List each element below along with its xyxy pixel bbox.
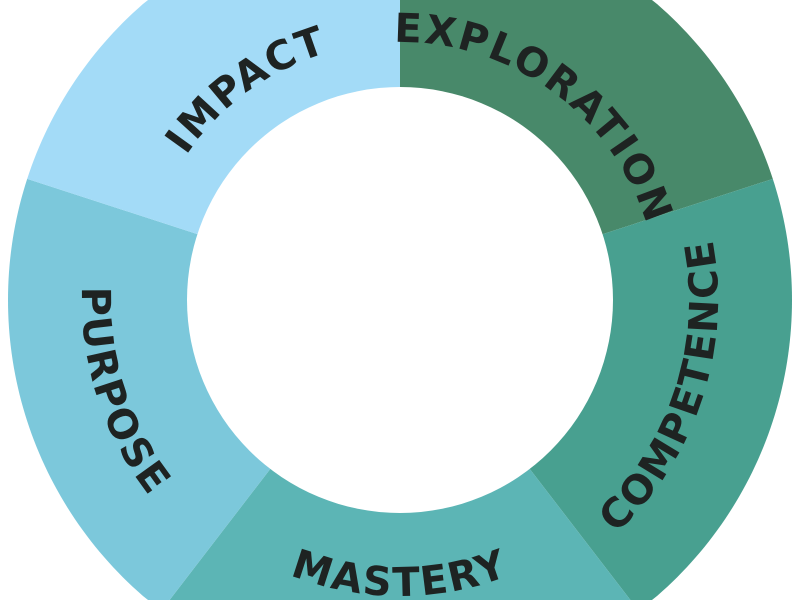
center-hole (187, 87, 613, 513)
